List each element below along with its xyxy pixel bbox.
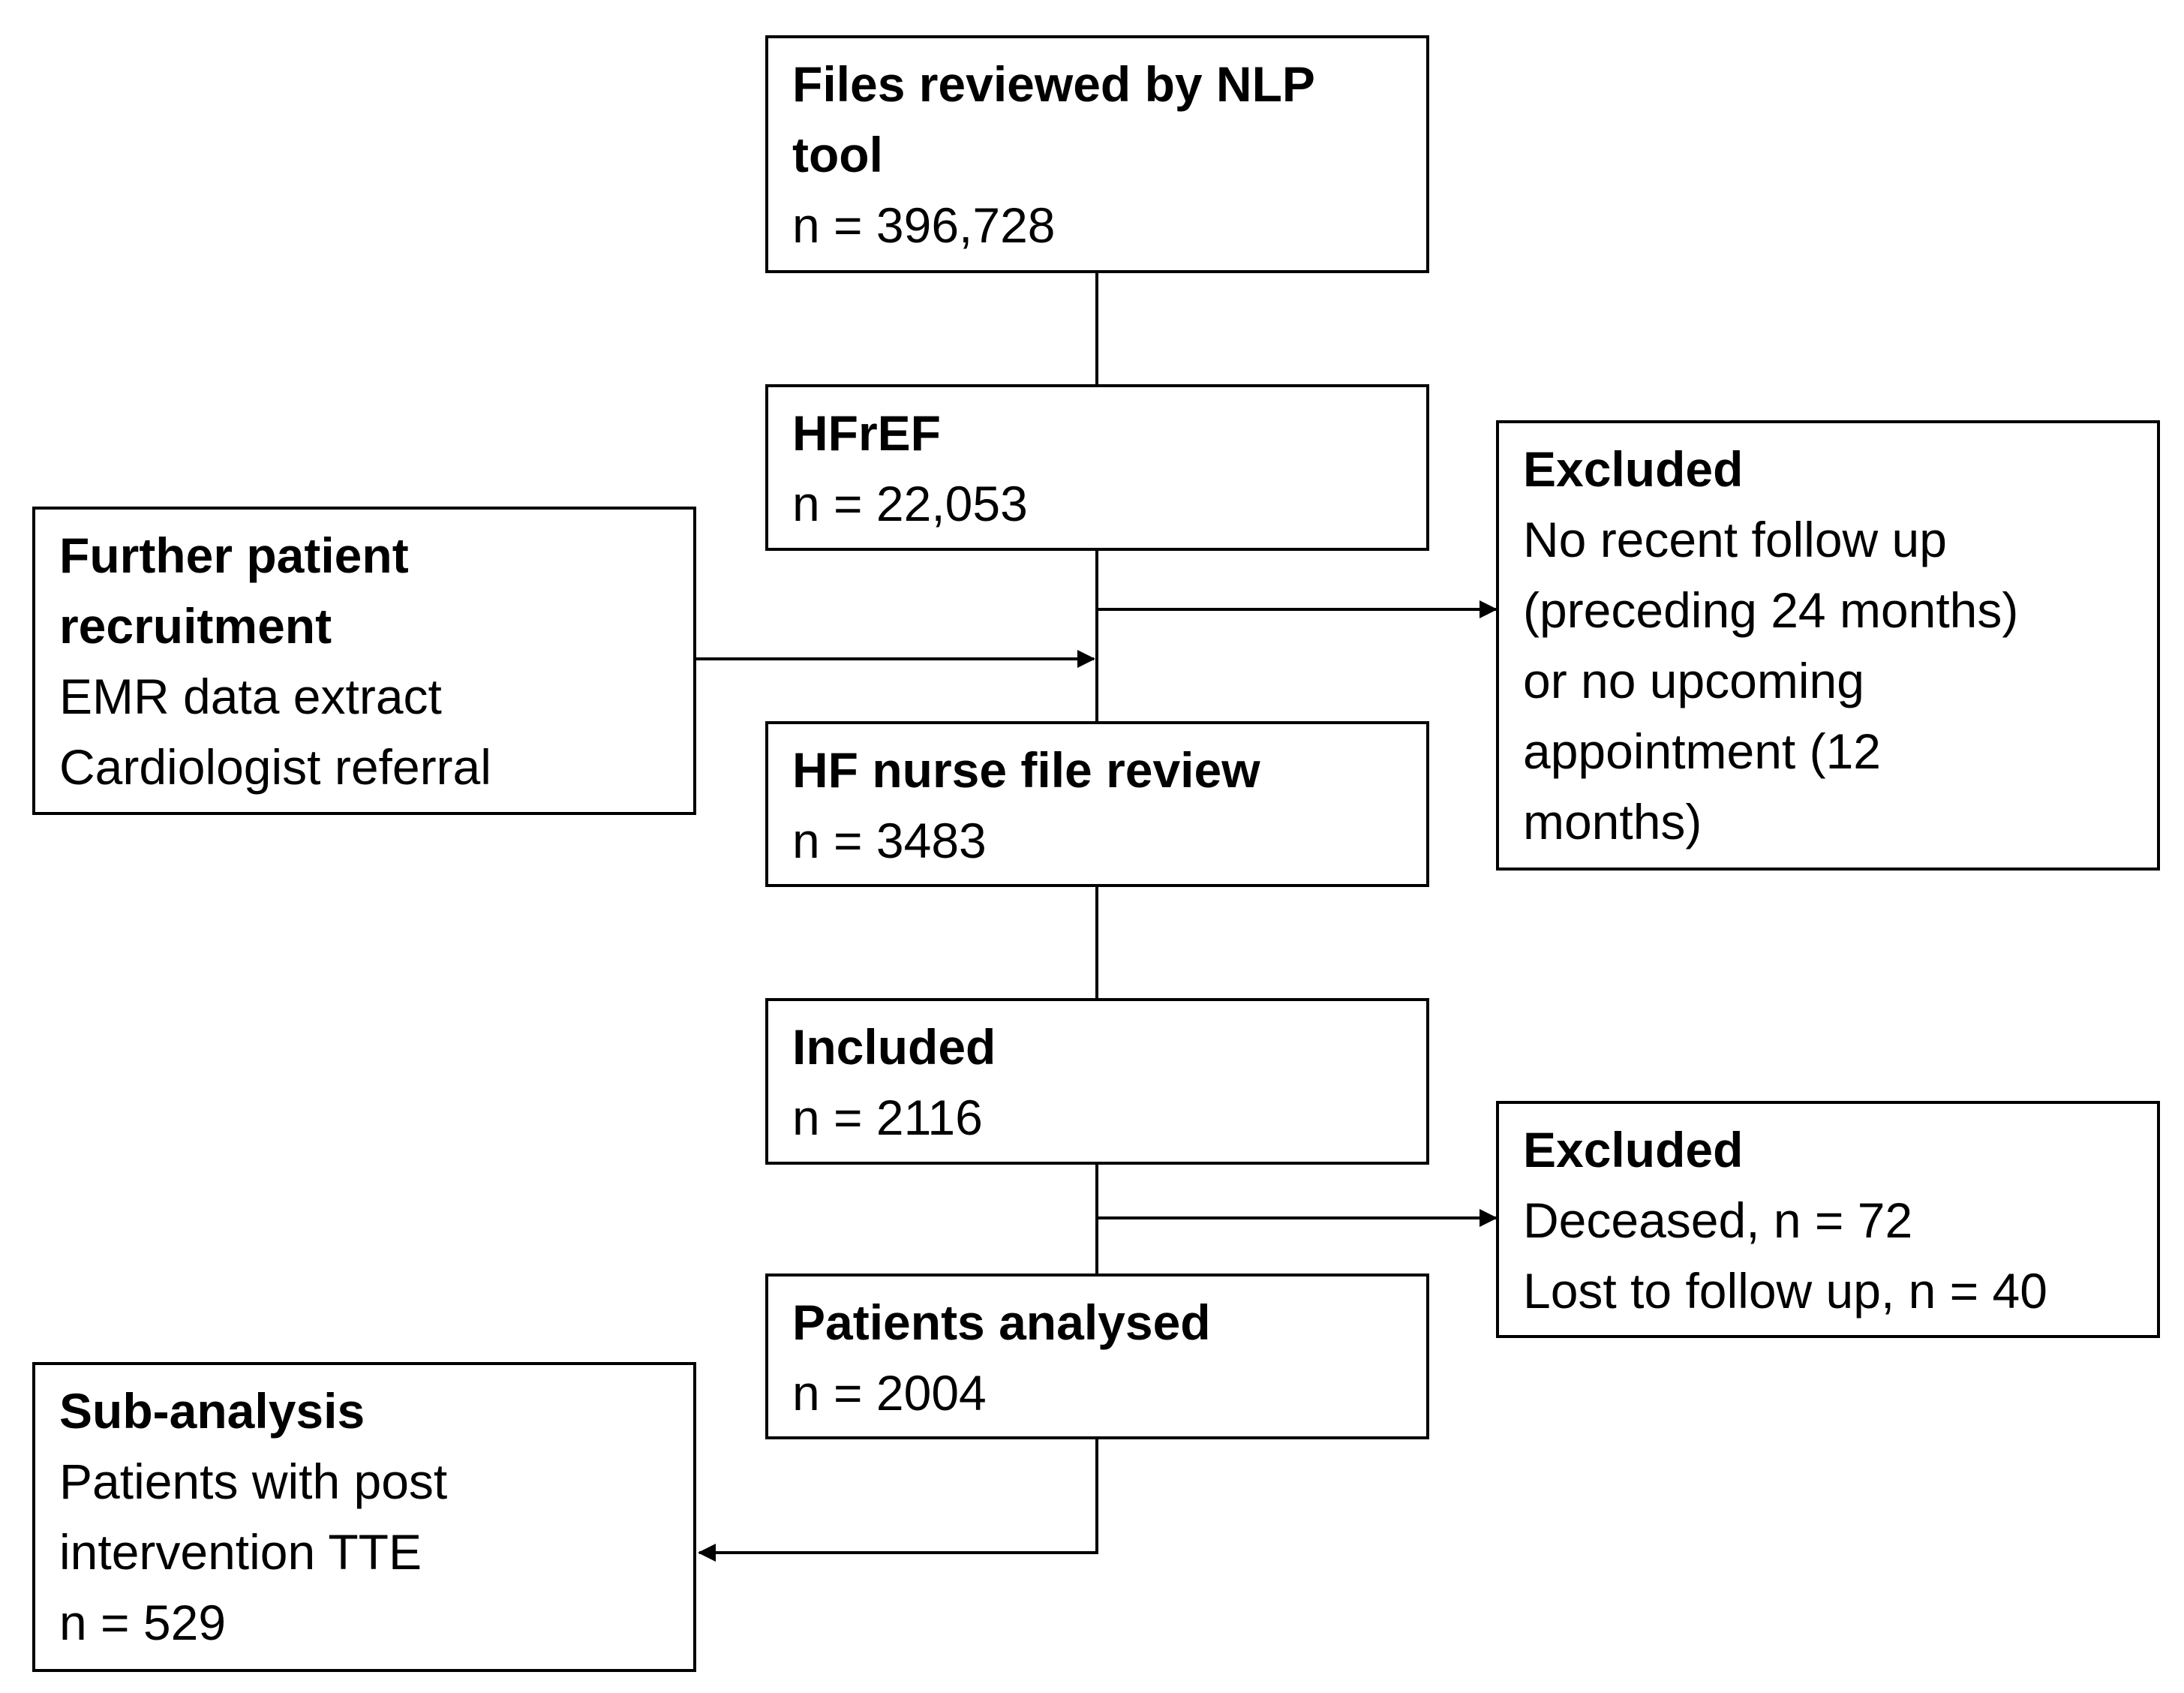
excluded-followup-reason-line-2: (preceding 24 months) <box>1523 582 2019 638</box>
excluded-followup-title: Excluded <box>1523 441 1744 497</box>
patients-analysed-count: n = 2004 <box>792 1365 987 1421</box>
excluded-deceased-box: Excluded Deceased, n = 72 Lost to follow… <box>1496 1101 2160 1338</box>
sub-analysis-description-line-2: intervention TTE <box>59 1524 422 1580</box>
excluded-followup-reason-line-1: No recent follow up <box>1523 512 1947 567</box>
further-recruitment-source-1: EMR data extract <box>59 669 442 724</box>
excluded-followup-reason-line-3: or no upcoming <box>1523 653 1864 708</box>
patients-analysed-box: Patients analysed n = 2004 <box>765 1274 1429 1439</box>
sub-analysis-box: Sub-analysis Patients with post interven… <box>32 1362 696 1672</box>
included-title: Included <box>792 1019 996 1075</box>
further-recruitment-source-2: Cardiologist referral <box>59 739 491 795</box>
excluded-deceased-title: Excluded <box>1523 1122 1744 1177</box>
hf-nurse-review-box: HF nurse file review n = 3483 <box>765 721 1429 887</box>
patients-analysed-title: Patients analysed <box>792 1295 1211 1350</box>
files-reviewed-title-line-2: tool <box>792 127 883 182</box>
hfref-count: n = 22,053 <box>792 476 1028 531</box>
further-recruitment-box: Further patient recruitment EMR data ext… <box>32 507 696 815</box>
included-box: Included n = 2116 <box>765 998 1429 1165</box>
hf-nurse-review-count: n = 3483 <box>792 813 987 868</box>
files-reviewed-count: n = 396,728 <box>792 197 1056 253</box>
sub-analysis-count: n = 529 <box>59 1595 227 1650</box>
files-reviewed-title-line-1: Files reviewed by NLP <box>792 56 1315 112</box>
excluded-followup-reason-line-4: appointment (12 <box>1523 723 1881 779</box>
excluded-followup-reason-line-5: months) <box>1523 794 1702 850</box>
further-recruitment-title-line-1: Further patient <box>59 528 409 583</box>
files-reviewed-box: Files reviewed by NLP tool n = 396,728 <box>765 35 1429 273</box>
hfref-title: HFrEF <box>792 405 941 461</box>
excluded-deceased-count: Deceased, n = 72 <box>1523 1192 1913 1248</box>
excluded-followup-box: Excluded No recent follow up (preceding … <box>1496 420 2160 871</box>
included-count: n = 2116 <box>792 1090 983 1145</box>
hfref-box: HFrEF n = 22,053 <box>765 384 1429 551</box>
hf-nurse-review-title: HF nurse file review <box>792 742 1260 798</box>
sub-analysis-description-line-1: Patients with post <box>59 1454 448 1509</box>
sub-analysis-title: Sub-analysis <box>59 1383 365 1439</box>
further-recruitment-title-line-2: recruitment <box>59 598 332 654</box>
excluded-lost-count: Lost to follow up, n = 40 <box>1523 1263 2047 1319</box>
